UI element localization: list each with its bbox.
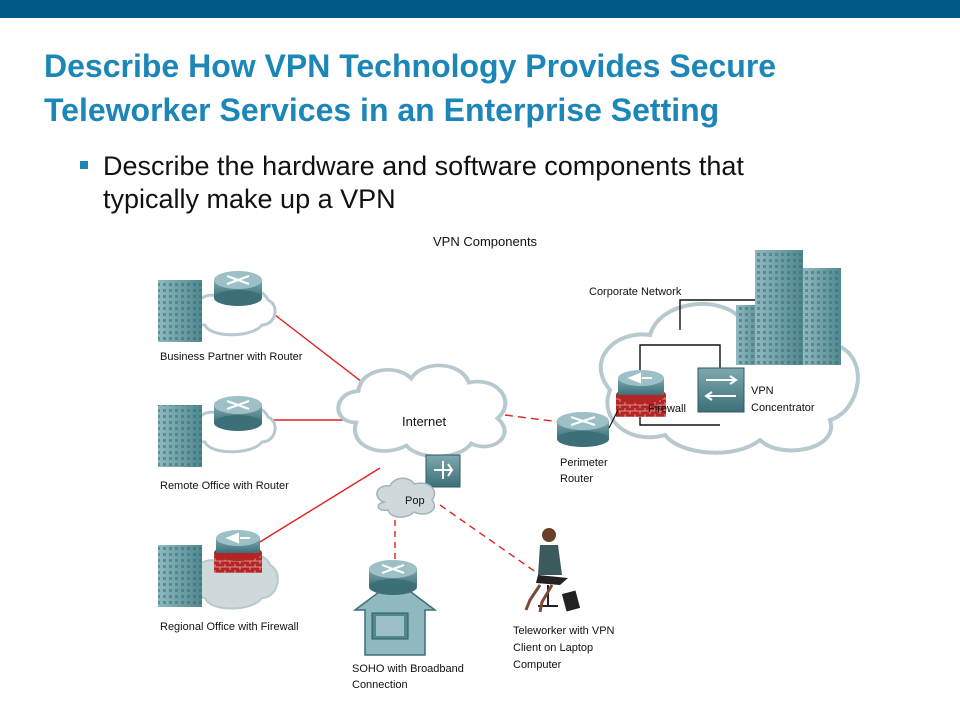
link-business-partner: [261, 304, 376, 393]
link-pop-teleworker: [439, 504, 541, 576]
vpn-concentrator-label-2: Concentrator: [751, 402, 815, 414]
bullet-square-icon: [80, 161, 88, 169]
bullet-line-1: Describe the hardware and software compo…: [103, 151, 744, 181]
vpn-concentrator-label-1: VPN: [751, 385, 774, 397]
soho-label-1: SOHO with Broadband: [352, 663, 464, 675]
perimeter-router-icon: [557, 412, 609, 447]
link-internet-perimeter: [504, 414, 561, 423]
vpn-concentrator-icon: [697, 367, 745, 413]
business-partner-label: Business Partner with Router: [160, 351, 303, 363]
internet-cloud: [338, 365, 505, 456]
connection-lines: [254, 304, 561, 576]
soho-label-2: Connection: [352, 679, 408, 691]
top-banner: [0, 0, 960, 18]
teleworker-label-1: Teleworker with VPN: [513, 625, 615, 637]
remote-office-label: Remote Office with Router: [160, 480, 289, 492]
bullet-line-2: typically make up a VPN: [103, 184, 396, 214]
slide-title: Describe How VPN Technology Provides Sec…: [44, 44, 944, 132]
firewall-label: Firewall: [648, 403, 686, 415]
internet-switch-icon: [425, 454, 461, 488]
regional-office-site: [158, 530, 279, 610]
pop-label: Pop: [405, 495, 425, 507]
corporate-network-label: Corporate Network: [589, 286, 682, 298]
perimeter-router-label-2: Router: [560, 473, 593, 485]
soho-house-icon: [352, 560, 438, 656]
corporate-building-icon: [736, 250, 841, 365]
perimeter-router-label-1: Perimeter: [560, 457, 608, 469]
title-line-2: Teleworker Services in an Enterprise Set…: [44, 92, 720, 128]
internet-label: Internet: [402, 414, 446, 429]
regional-office-label: Regional Office with Firewall: [160, 621, 299, 633]
teleworker-person-icon: [524, 528, 581, 613]
teleworker-label-2: Client on Laptop: [513, 642, 593, 654]
pop-cloud: [376, 477, 436, 518]
title-line-1: Describe How VPN Technology Provides Sec…: [44, 48, 777, 84]
business-partner-site: [158, 271, 277, 342]
remote-office-site: [158, 396, 277, 467]
link-regional-office: [254, 467, 381, 546]
firewall-icon: [616, 370, 666, 417]
teleworker-label-3: Computer: [513, 659, 562, 671]
bullet-text: Describe the hardware and software compo…: [103, 150, 903, 216]
diagram-title: VPN Components: [433, 234, 538, 249]
